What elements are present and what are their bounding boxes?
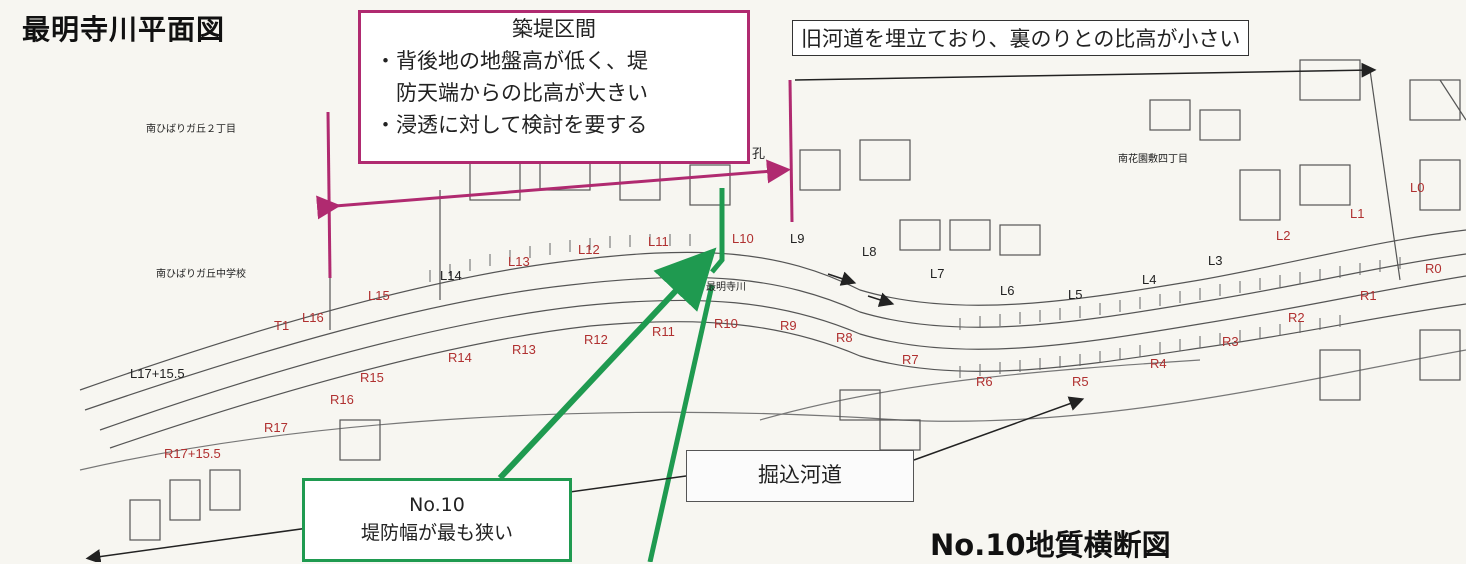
marker-r15: R15 [360, 370, 384, 385]
marker-r0: R0 [1425, 261, 1442, 276]
marker-l7: L7 [930, 266, 944, 281]
marker-l11: L11 [648, 234, 669, 249]
levee-section-lines [316, 79, 794, 279]
levee-bullet-3: ・浸透に対して検討を要する [375, 113, 648, 137]
cross-section-title: No.10地質横断図 [930, 528, 1171, 562]
marker-l5: L5 [1068, 287, 1082, 302]
flow-arrows [827, 271, 895, 307]
marker-l9: L9 [790, 231, 804, 246]
marker-r17-plus: R17+15.5 [164, 446, 221, 461]
marker-r1: R1 [1360, 288, 1377, 303]
levee-bullet-2: 防天端からの比高が大きい [375, 81, 648, 105]
marker-r11: R11 [652, 324, 675, 339]
marker-l14: L14 [440, 268, 462, 283]
marker-r7: R7 [902, 352, 919, 367]
marker-l12: L12 [578, 242, 600, 257]
marker-r13: R13 [512, 342, 536, 357]
marker-l2: L2 [1276, 228, 1290, 243]
marker-r14: R14 [448, 350, 472, 365]
place-west-school: 南ひばりガ丘中学校 [156, 269, 246, 280]
marker-r8: R8 [836, 330, 853, 345]
excavated-channel-callout: 掘込河道 [686, 450, 914, 502]
marker-r10: R10 [714, 316, 738, 331]
page-title: 最明寺川平面図 [22, 13, 226, 46]
marker-r16: R16 [330, 392, 354, 407]
marker-t1: T1 [274, 318, 289, 333]
marker-l4: L4 [1142, 272, 1156, 287]
marker-l13: L13 [508, 254, 530, 269]
river-name-label: 最明寺川 [706, 282, 746, 293]
marker-r6: R6 [976, 374, 993, 389]
no10-callout: No.10 堤防幅が最も狭い [302, 478, 572, 562]
section-markers: L0 L1 L2 L3 L4 L5 L6 L7 L8 L9 L10 L11 L1… [130, 146, 1442, 461]
marker-r2: R2 [1288, 310, 1305, 325]
levee-section-callout: 築堤区間 ・背後地の地盤高が低く、堤 防天端からの比高が大きい ・浸透に対して検… [358, 10, 750, 164]
marker-l15: L15 [368, 288, 390, 303]
marker-l10: L10 [732, 231, 754, 246]
marker-r5: R5 [1072, 374, 1089, 389]
place-north-left: 南ひばりガ丘２丁目 [146, 124, 236, 135]
marker-l3: L3 [1208, 253, 1222, 268]
no10-label: No.10 [409, 494, 465, 516]
no10-section-mark [497, 188, 725, 562]
marker-l6: L6 [1000, 283, 1014, 298]
marker-r17: R17 [264, 420, 288, 435]
marker-l1: L1 [1350, 206, 1364, 221]
no10-narrow-note: 堤防幅が最も狭い [360, 522, 513, 544]
marker-l0: L0 [1410, 180, 1424, 195]
marker-r4: R4 [1150, 356, 1167, 371]
map-base [79, 59, 1466, 541]
levee-bullet-1: ・背後地の地盤高が低く、堤 [375, 49, 648, 73]
levee-section-heading: 築堤区間 [512, 17, 596, 41]
marker-l16: L16 [302, 310, 324, 325]
marker-r3: R3 [1222, 334, 1239, 349]
old-channel-arrow [794, 62, 1377, 81]
marker-l17-plus: L17+15.5 [130, 366, 185, 381]
marker-l8: L8 [862, 244, 876, 259]
marker-borehole: 孔 [752, 146, 765, 161]
old-channel-callout: 旧河道を埋立ており、裏のりとの比高が小さい [792, 20, 1250, 56]
marker-r12: R12 [584, 332, 608, 347]
levee-ticks [429, 234, 1401, 378]
marker-r9: R9 [780, 318, 797, 333]
place-north-right: 南花園敷四丁目 [1118, 154, 1188, 165]
